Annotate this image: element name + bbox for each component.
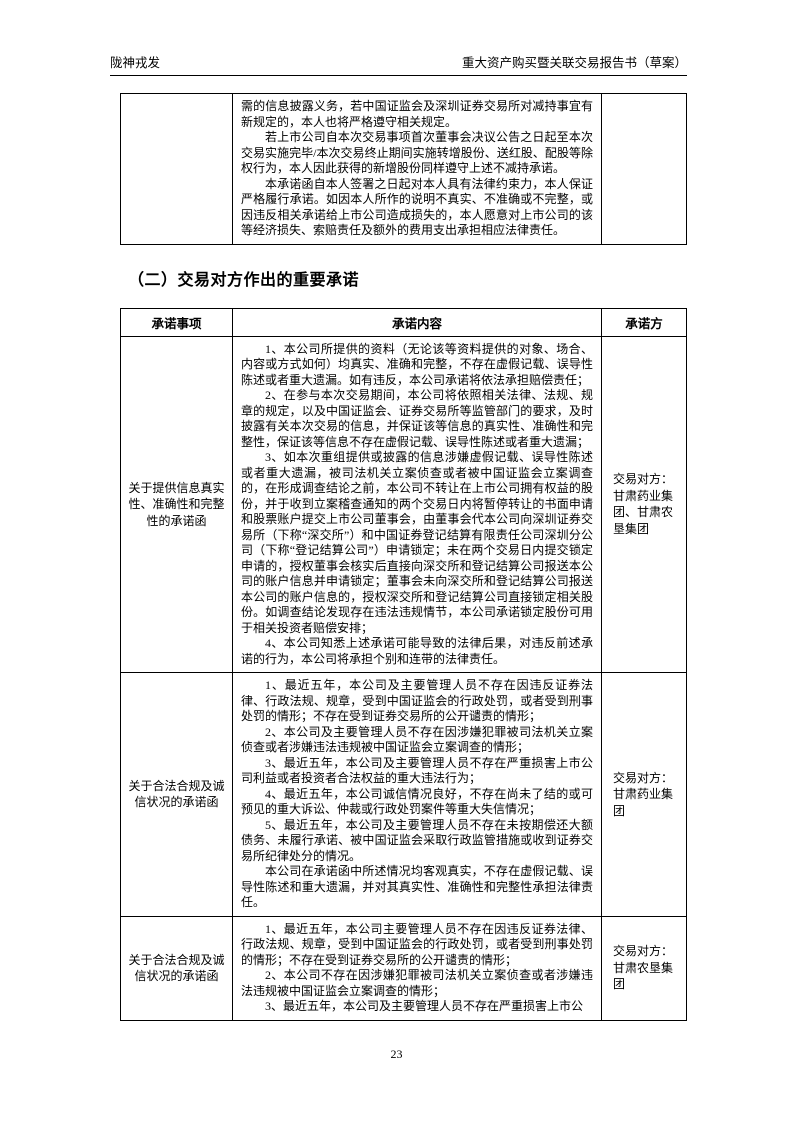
commitment-content: 1、最近五年，本公司主要管理人员不存在因违反证券法律、行政法规、规章，受到中国证… [232,915,602,1021]
commitment-table: 承诺事项 承诺内容 承诺方 关于提供信息真实性、准确性和完整性的承诺函 1、本公… [120,307,687,1021]
page-number: 23 [390,1047,403,1061]
column-header-commitment-item: 承诺事项 [120,307,233,337]
table-row: 需的信息披露义务，若中国证监会及深圳证券交易所对减持事宜有新规定的，本人也将严格… [120,93,687,245]
commitment-paragraph: 5、最近五年，本公司及主要管理人员不存在未按期偿还大额债务、未履行承诺、被中国证… [241,817,593,863]
commitment-paragraph: 本承诺函自本人签署之日起对本人具有法律约束力，本人保证严格履行承诺。如因本人所作… [241,176,593,238]
commitment-item: 关于提供信息真实性、准确性和完整性的承诺函 [120,335,233,673]
table-row: 关于合法合规及诚信状况的承诺函 1、最近五年，本公司及主要管理人员不存在因违反证… [120,672,687,917]
commitment-paragraph: 1、最近五年，本公司及主要管理人员不存在因违反证券法律、行政法规、规章，受到中国… [241,678,593,723]
page-content: 陇神戎发 重大资产购买暨关联交易报告书（草案） 需的信息披露义务，若中国证监会及… [110,0,687,1021]
commitment-paragraph: 2、在参与本次交易期间，本公司将依照相关法律、法规、规章的规定，以及中国证监会、… [241,388,593,449]
commitment-paragraph: 若上市公司自本次交易事项首次董事会决议公告之日起至本次交易实施完毕/本次交易终止… [241,130,593,175]
commitment-paragraph: 本公司在承诺函中所述情况均客观真实，不存在虚假记载、误导性陈述和重大遗漏，并对其… [241,864,593,909]
commitment-paragraph: 1、本公司所提供的资料（无论该等资料提供的对象、场合、内容或方式如何）均真实、准… [241,341,593,387]
page-header: 陇神戎发 重大资产购买暨关联交易报告书（草案） [110,0,687,71]
header-divider [110,75,687,76]
continued-commitment-table: 需的信息披露义务，若中国证监会及深圳证券交易所对减持事宜有新规定的，本人也将严格… [120,93,687,245]
commitment-paragraph: 3、最近五年，本公司及主要管理人员不存在严重损害上市公 [265,999,584,1013]
table-row: 关于提供信息真实性、准确性和完整性的承诺函 1、本公司所提供的资料（无论该等资料… [120,335,687,673]
commitment-party: 交易对方：甘肃药业集团 [601,672,687,917]
commitment-paragraph: 4、本公司知悉上述承诺可能导致的法律后果，对违反前述承诺的行为，本公司将承担个别… [241,636,593,666]
commitment-paragraph: 2、本公司不存在因涉嫌犯罪被司法机关立案侦查或者涉嫌违法违规被中国证监会立案调查… [241,968,593,998]
commitment-party: 交易对方：甘肃农垦集团 [601,915,687,1021]
commitment-party-cell-empty [601,93,687,245]
commitment-paragraph: 2、本公司及主要管理人员不存在因涉嫌犯罪被司法机关立案侦查或者涉嫌违法违规被中国… [241,724,593,755]
commitment-content: 1、本公司所提供的资料（无论该等资料提供的对象、场合、内容或方式如何）均真实、准… [232,335,602,673]
commitment-content-cell: 需的信息披露义务，若中国证监会及深圳证券交易所对减持事宜有新规定的，本人也将严格… [232,93,602,245]
table-header-row: 承诺事项 承诺内容 承诺方 [120,307,687,337]
table-row: 关于合法合规及诚信状况的承诺函 1、最近五年，本公司主要管理人员不存在因违反证券… [120,915,687,1021]
commitment-paragraph: 3、如本次重组提供或披露的信息涉嫌虚假记载、误导性陈述或者重大遗漏，被司法机关立… [241,450,593,635]
commitment-paragraph: 3、最近五年，本公司及主要管理人员不存在严重损害上市公司利益或者投资者合法权益的… [241,755,593,786]
column-header-commitment-party: 承诺方 [601,307,687,337]
commitment-content: 1、最近五年，本公司及主要管理人员不存在因违反证券法律、行政法规、规章，受到中国… [232,672,602,917]
commitment-paragraph: 需的信息披露义务，若中国证监会及深圳证券交易所对减持事宜有新规定的，本人也将严格… [241,99,593,129]
commitment-item: 关于合法合规及诚信状况的承诺函 [120,915,233,1021]
section-heading: （二）交易对方作出的重要承诺 [128,271,360,289]
commitment-party: 交易对方：甘肃药业集团、甘肃农垦集团 [601,335,687,673]
commitment-paragraph: 4、最近五年，本公司诚信情况良好，不存在尚未了结的或可预见的重大诉讼、仲裁或行政… [241,786,593,817]
commitment-paragraph: 1、最近五年，本公司主要管理人员不存在因违反证券法律、行政法规、规章，受到中国证… [241,921,593,967]
commitment-item: 关于合法合规及诚信状况的承诺函 [120,672,233,917]
header-report-title: 重大资产购买暨关联交易报告书（草案） [461,56,687,70]
header-company-name: 陇神戎发 [110,56,161,70]
column-header-commitment-content: 承诺内容 [232,307,602,337]
commitment-item-cell-empty [120,93,233,245]
